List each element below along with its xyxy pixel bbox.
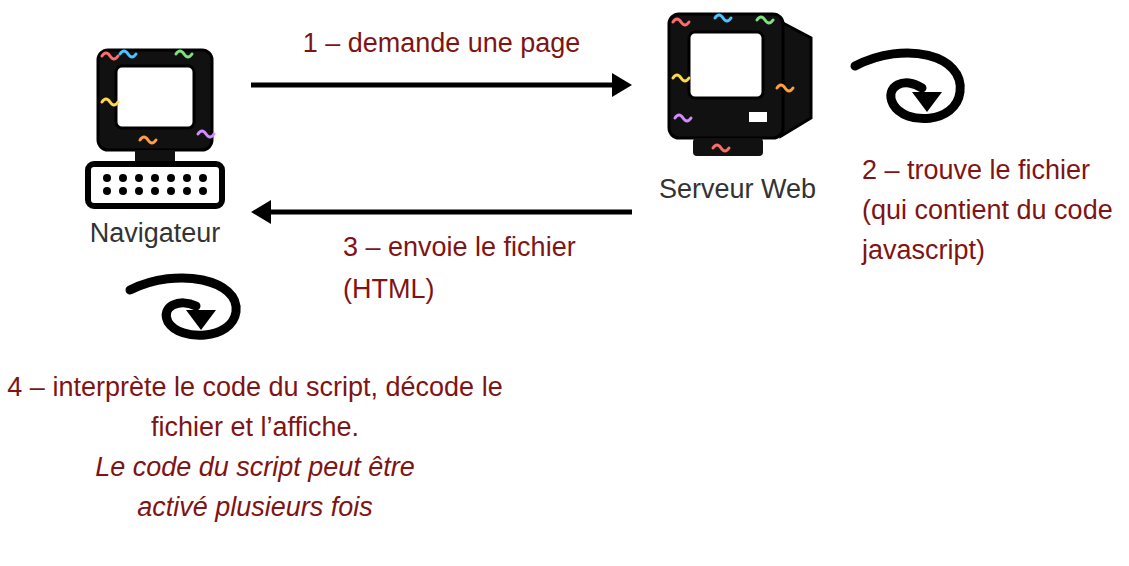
- key: [103, 187, 111, 195]
- remark-note: Le code du script peut être activé plusi…: [65, 447, 445, 527]
- key: [119, 174, 127, 182]
- monitor-frame: [669, 14, 783, 138]
- key: [151, 187, 159, 195]
- decoration: [673, 19, 689, 25]
- decoration: [102, 99, 118, 105]
- step-note: 2 – trouve le fichier (qui contient du c…: [862, 150, 1124, 270]
- arrow-connector: [251, 200, 632, 224]
- arrow-line: [271, 210, 632, 215]
- decoration: [777, 85, 793, 91]
- arrow-connector: [251, 73, 632, 97]
- decoration: [675, 115, 691, 121]
- arrow-head: [251, 200, 271, 224]
- step-label: 1 – demande une page: [303, 22, 581, 64]
- key: [199, 174, 207, 182]
- arrow-head: [612, 73, 632, 97]
- stand: [135, 150, 175, 162]
- node-label: Serveur Web: [640, 173, 835, 205]
- stand: [693, 138, 763, 156]
- decoration: [198, 131, 214, 137]
- screen: [116, 66, 194, 128]
- step-note: 4 – interprète le code du script, décode…: [5, 367, 505, 447]
- key: [151, 174, 159, 182]
- key: [183, 174, 191, 182]
- key: [199, 187, 207, 195]
- computer-node: Serveur Web: [640, 8, 835, 205]
- decoration: [713, 145, 729, 151]
- monitor-frame: [98, 50, 212, 150]
- arrow-line: [251, 83, 612, 88]
- node-label: Navigateur: [65, 217, 245, 249]
- key: [135, 187, 143, 195]
- keyboard: [88, 164, 222, 206]
- key: [103, 174, 111, 182]
- decoration: [140, 137, 156, 143]
- key: [167, 187, 175, 195]
- computer-node: Navigateur: [65, 42, 245, 249]
- step-label: 3 – envoie le fichier (HTML): [343, 226, 643, 310]
- loop-symbol: [130, 278, 236, 335]
- decoration: [120, 51, 136, 57]
- key: [183, 187, 191, 195]
- key: [119, 187, 127, 195]
- decoration: [176, 51, 192, 57]
- computer-icon: [80, 42, 230, 217]
- computer-icon: [653, 8, 823, 173]
- decoration: [715, 15, 731, 21]
- button: [749, 112, 767, 122]
- decoration: [673, 75, 689, 81]
- screen: [689, 32, 763, 98]
- decoration: [757, 17, 773, 23]
- loop-symbol: [855, 53, 960, 119]
- key: [135, 174, 143, 182]
- key: [167, 174, 175, 182]
- decoration: [102, 53, 118, 59]
- monitor-side: [781, 22, 811, 136]
